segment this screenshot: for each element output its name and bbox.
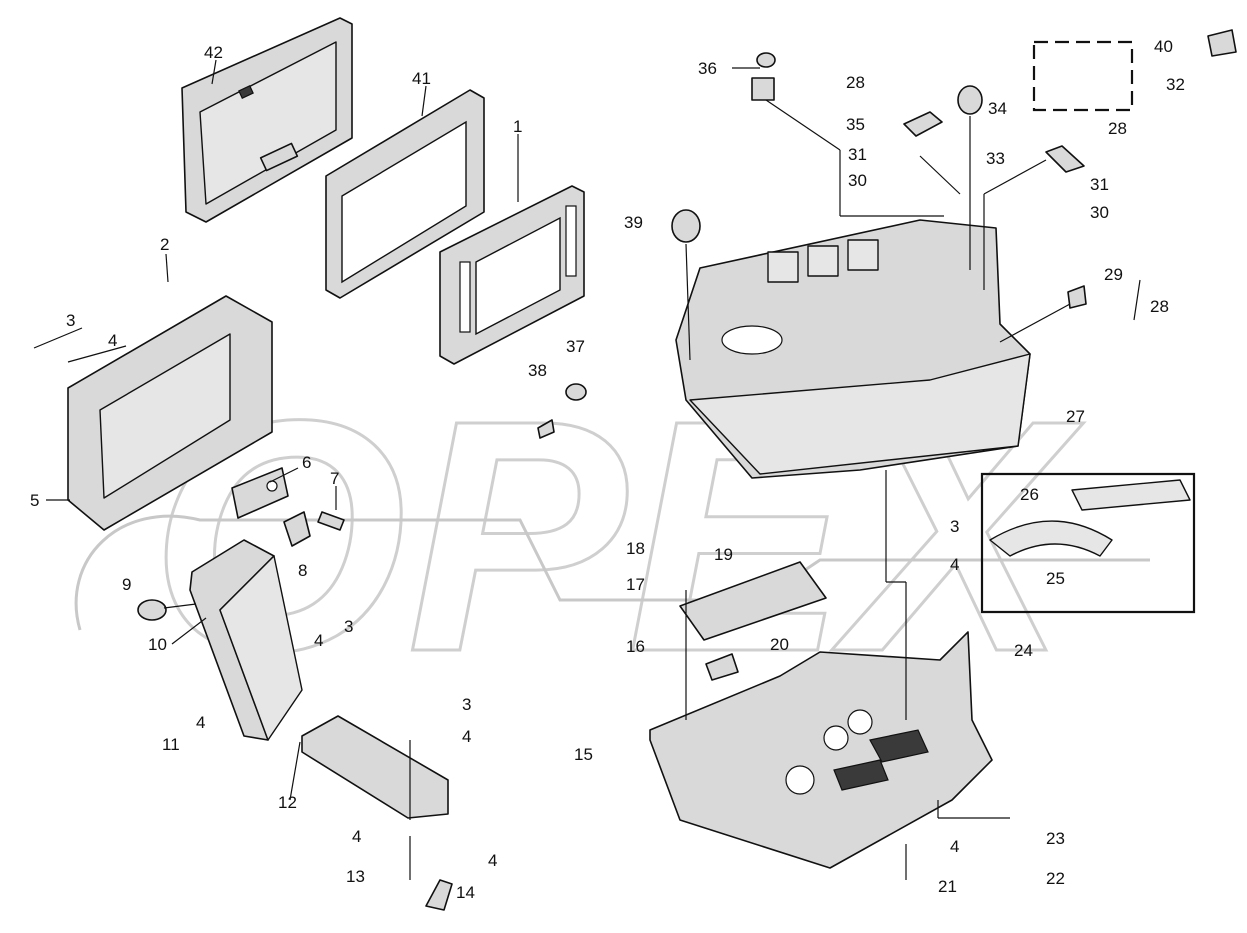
label-7: 7	[330, 469, 339, 488]
label-27: 27	[1066, 407, 1085, 426]
label-16: 16	[626, 637, 645, 656]
label-22: 22	[1046, 869, 1065, 888]
leader-lines	[33, 59, 1141, 880]
label-4: 4	[950, 555, 959, 574]
label-30: 30	[1090, 203, 1109, 222]
label-3: 3	[66, 311, 75, 330]
part-34-knob	[957, 85, 983, 115]
part-33-plate	[1045, 145, 1085, 173]
part-9-pin	[137, 599, 197, 621]
label-41: 41	[412, 69, 431, 88]
part-39-connector	[671, 209, 701, 243]
watermark-gear-outline	[74, 514, 1150, 631]
label-6: 6	[302, 453, 311, 472]
label-12: 12	[278, 793, 297, 812]
part-25-26-frame	[980, 472, 1196, 614]
label-36: 36	[698, 59, 717, 78]
part-41-frame	[325, 89, 485, 299]
label-3: 3	[344, 617, 353, 636]
label-19: 19	[714, 545, 733, 564]
part-5-bracket	[67, 295, 273, 531]
label-4: 4	[352, 827, 361, 846]
label-33: 33	[986, 149, 1005, 168]
label-15: 15	[574, 745, 593, 764]
part-27-console	[675, 219, 1031, 479]
label-38: 38	[528, 361, 547, 380]
label-10: 10	[148, 635, 167, 654]
label-5: 5	[30, 491, 39, 510]
label-28: 28	[1108, 119, 1127, 138]
label-3: 3	[950, 517, 959, 536]
label-28: 28	[846, 73, 865, 92]
label-40: 40	[1154, 37, 1173, 56]
part-25-strip	[989, 520, 1113, 557]
callout-labels: 1 2 3 4 5 6 7 8 9 10 4 3 4 11 3 4 12 4 4…	[30, 37, 1185, 902]
part-37-clamp	[565, 383, 587, 401]
part-36-switch	[751, 52, 776, 101]
part-42-bezel	[181, 17, 353, 223]
label-39: 39	[624, 213, 643, 232]
label-4: 4	[314, 631, 323, 650]
part-19-module	[679, 561, 827, 641]
label-32: 32	[1166, 75, 1185, 94]
part-20-connector	[705, 653, 739, 681]
label-24: 24	[1014, 641, 1033, 660]
part-32-group	[1032, 40, 1134, 112]
label-37: 37	[566, 337, 585, 356]
part-40-key	[1207, 29, 1237, 57]
label-34: 34	[988, 99, 1007, 118]
label-35: 35	[846, 115, 865, 134]
part-7-bolt	[317, 511, 345, 531]
part-38-screw	[537, 419, 555, 439]
label-9: 9	[122, 575, 131, 594]
label-29: 29	[1104, 265, 1123, 284]
part-12-bracket	[301, 715, 449, 819]
label-42: 42	[204, 43, 223, 62]
label-21: 21	[938, 877, 957, 896]
label-4: 4	[108, 331, 117, 350]
label-31: 31	[1090, 175, 1109, 194]
label-4: 4	[950, 837, 959, 856]
part-14-knob	[425, 879, 453, 911]
label-30: 30	[848, 171, 867, 190]
label-23: 23	[1046, 829, 1065, 848]
part-1-display	[439, 185, 585, 365]
label-13: 13	[346, 867, 365, 886]
part-8-clip	[283, 511, 311, 547]
label-25: 25	[1046, 569, 1065, 588]
label-8: 8	[298, 561, 307, 580]
part-10-arm	[189, 539, 303, 741]
label-4: 4	[488, 851, 497, 870]
label-3: 3	[462, 695, 471, 714]
part-26-strip	[1071, 479, 1191, 511]
label-18: 18	[626, 539, 645, 558]
label-31: 31	[848, 145, 867, 164]
label-14: 14	[456, 883, 475, 902]
label-2: 2	[160, 235, 169, 254]
label-28: 28	[1150, 297, 1169, 316]
label-11: 11	[162, 735, 180, 754]
label-20: 20	[770, 635, 789, 654]
part-29-plate	[1067, 285, 1087, 309]
part-35-latch	[903, 111, 943, 137]
label-17: 17	[626, 575, 645, 594]
label-26: 26	[1020, 485, 1039, 504]
label-4: 4	[462, 727, 471, 746]
label-1: 1	[513, 117, 522, 136]
label-4: 4	[196, 713, 205, 732]
